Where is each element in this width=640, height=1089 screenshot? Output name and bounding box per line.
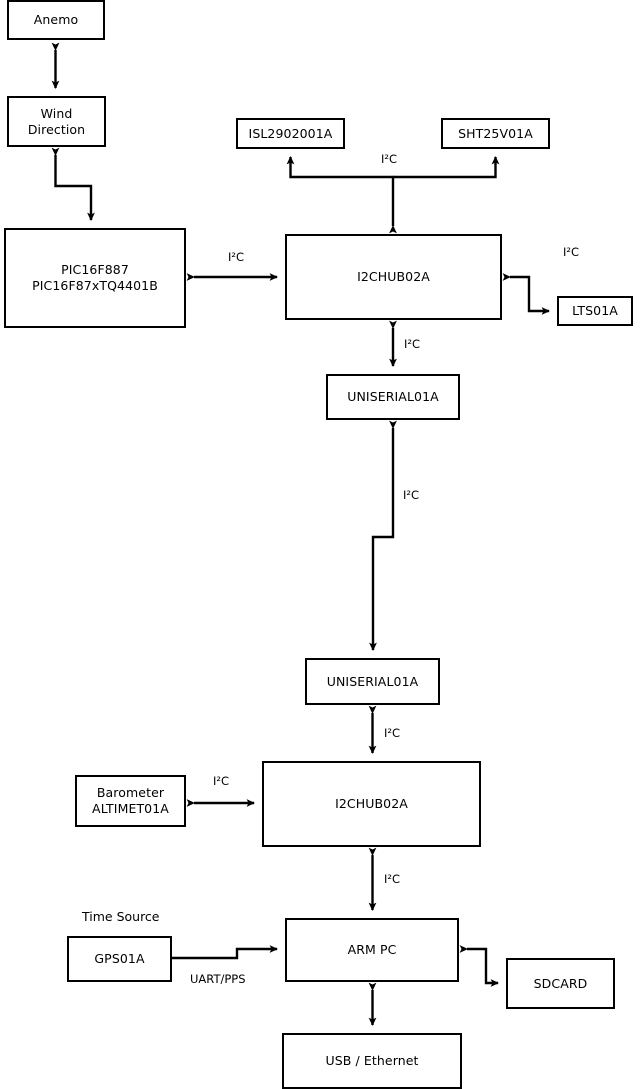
node-i2chub02a-bottom[interactable]: I2CHUB02A [262,761,481,847]
node-uniserial01a-bottom-label: UNISERIAL01A [326,673,419,689]
node-usb-ethernet[interactable]: USB / Ethernet [282,1033,462,1089]
node-barometer-altimet01a-label: Barometer ALTIMET01A [92,785,169,816]
node-anemo-label: Anemo [33,12,79,28]
node-arm-pc[interactable]: ARM PC [285,918,459,982]
node-isl2902001a[interactable]: ISL2902001A [236,118,345,149]
node-i2chub02a-bottom-label: I2CHUB02A [335,796,408,812]
node-usb-ethernet-label: USB / Ethernet [325,1053,419,1069]
node-uniserial01a-top-label: UNISERIAL01A [347,389,439,405]
wire-hubtop-sensorbranch [286,156,397,234]
edge-label-uniserial-link: I²C [403,488,420,502]
node-lts01a-label: LTS01A [572,303,618,319]
wire-gps-armpc [172,945,278,960]
node-uniserial01a-top[interactable]: UNISERIAL01A [326,374,460,420]
node-wind-direction[interactable]: Wind Direction [7,96,106,147]
node-sht25v01a[interactable]: SHT25V01A [441,118,550,149]
wire-uniserial-link [369,420,397,651]
node-uniserial01a-bottom[interactable]: UNISERIAL01A [305,658,440,705]
node-barometer-altimet01a[interactable]: Barometer ALTIMET01A [75,775,186,827]
wire-hubtop-lts [502,273,550,315]
node-sdcard[interactable]: SDCARD [506,958,615,1009]
node-arm-pc-label: ARM PC [347,942,397,958]
edge-label-hub-to-lts: I²C [563,245,580,259]
edge-label-hub-to-uniserial: I²C [404,337,421,351]
node-anemo[interactable]: Anemo [7,0,105,40]
node-sht25v01a-label: SHT25V01A [458,125,533,141]
node-pic-mcu[interactable]: PIC16F887 PIC16F87xTQ4401B [4,228,186,328]
node-isl2902001a-label: ISL2902001A [248,125,333,141]
edge-label-pic-to-hub: I²C [228,250,245,264]
node-i2chub02a-top[interactable]: I2CHUB02A [285,234,502,320]
wire-sensorbranch-sht [393,156,500,179]
edge-label-sensors-to-hub: I²C [381,152,398,166]
node-gps01a-label: GPS01A [94,951,145,967]
edge-label-gps-to-armpc: UART/PPS [190,972,246,986]
node-pic-mcu-label: PIC16F887 PIC16F87xTQ4401B [32,262,158,293]
wire-winddirection-pic [51,147,95,221]
node-lts01a[interactable]: LTS01A [557,296,633,326]
label-time-source: Time Source [82,909,160,924]
edge-label-uniserial-to-hub-bottom: I²C [384,726,401,740]
wire-armpc-sdcard [459,945,499,987]
node-wind-direction-label: Wind Direction [27,105,86,137]
node-gps01a[interactable]: GPS01A [67,936,172,982]
node-sdcard-label: SDCARD [533,975,588,991]
edge-label-barometer-to-hub: I²C [213,774,230,788]
edge-label-hub-to-armpc: I²C [384,872,401,886]
node-i2chub02a-top-label: I2CHUB02A [357,269,430,285]
